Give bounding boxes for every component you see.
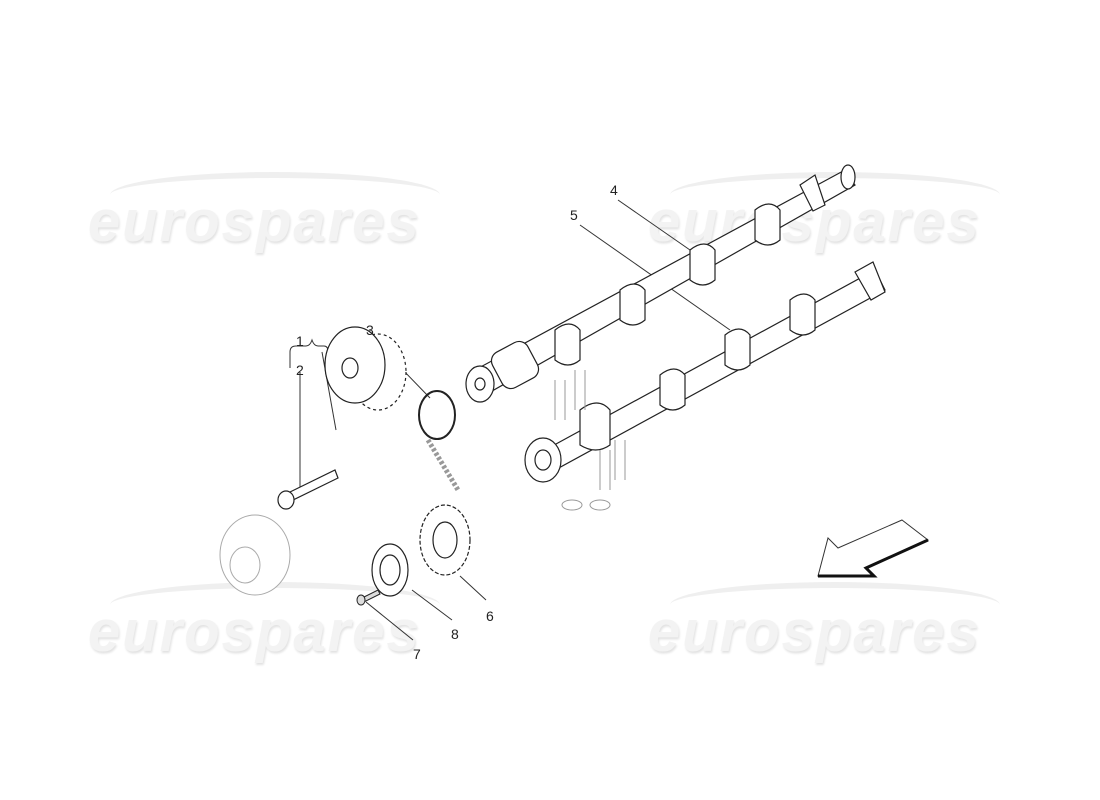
- screw: [356, 589, 381, 606]
- callout-4: 4: [610, 182, 618, 198]
- bracket-1: [289, 338, 329, 368]
- callout-7: 7: [413, 646, 421, 662]
- camshaft-intake: [465, 164, 856, 403]
- camshaft-exhaust: [524, 261, 886, 483]
- watermark-logo: eurospares: [648, 599, 981, 664]
- leader-7: [365, 601, 414, 641]
- watermark-swoosh: [670, 582, 1000, 628]
- chain: [425, 438, 461, 492]
- direction-arrow-icon: [817, 519, 929, 578]
- bolt: [277, 469, 339, 510]
- crank-gear-cluster: [219, 514, 291, 596]
- watermark-swoosh: [110, 172, 440, 218]
- plate: [371, 543, 409, 597]
- leader-8: [411, 589, 453, 621]
- callout-5: 5: [570, 207, 578, 223]
- timing-gear-assembly: [324, 326, 407, 411]
- callout-1: 1: [296, 333, 304, 349]
- callout-2: 2: [296, 362, 304, 378]
- watermark-logo: eurospares: [88, 189, 421, 254]
- leader-4: [617, 199, 691, 251]
- snap-ring: [418, 390, 456, 440]
- callout-3: 3: [366, 322, 374, 338]
- leader-6: [459, 575, 487, 601]
- leader-1: [321, 351, 337, 431]
- callout-6: 6: [486, 608, 494, 624]
- watermark-logo: eurospares: [88, 599, 421, 664]
- callout-8: 8: [451, 626, 459, 642]
- cam-gear: [419, 504, 471, 576]
- valve-springs: [554, 370, 626, 511]
